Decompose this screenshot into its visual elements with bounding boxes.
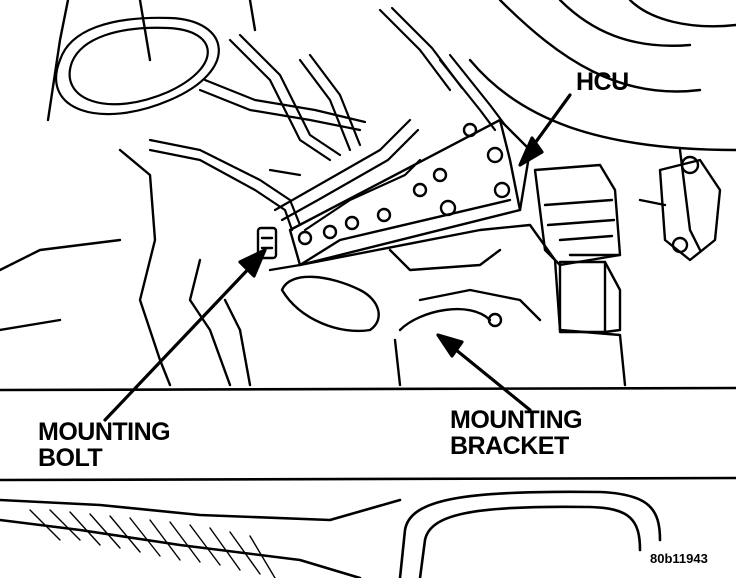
hcu-block [288, 118, 532, 267]
hcu-label: HCU [576, 68, 629, 96]
bolt-arrowhead [238, 248, 267, 278]
mounting-bracket-part [223, 223, 627, 387]
mounting-bracket-label-line2: BRACKET [450, 431, 569, 460]
frame-rails [0, 386, 736, 578]
leader-arrows [103, 93, 572, 422]
bracket-arrowhead [436, 333, 464, 358]
hcu-arrowhead [518, 136, 544, 167]
mounting-bolt-label: MOUNTING BOLT [38, 418, 171, 472]
bracket-leader-line [448, 343, 532, 412]
mounting-bracket-label-line1: MOUNTING [450, 406, 583, 434]
brake-lines [273, 6, 507, 232]
background-structure [0, 0, 257, 387]
bolt-leader-line [103, 260, 257, 422]
brake-tube-loops [55, 16, 367, 232]
mounting-bolt-label-line2: BOLT [38, 443, 103, 472]
hatching [29, 509, 276, 578]
mounting-bolt-part [256, 226, 278, 260]
mounting-bolt-label-line1: MOUNTING [38, 418, 171, 446]
mounting-bracket-label: MOUNTING BRACKET [450, 406, 583, 460]
figure-id: 80b11943 [650, 551, 708, 566]
hcu-leader-line [528, 93, 572, 152]
master-cylinder-body [468, 0, 736, 262]
